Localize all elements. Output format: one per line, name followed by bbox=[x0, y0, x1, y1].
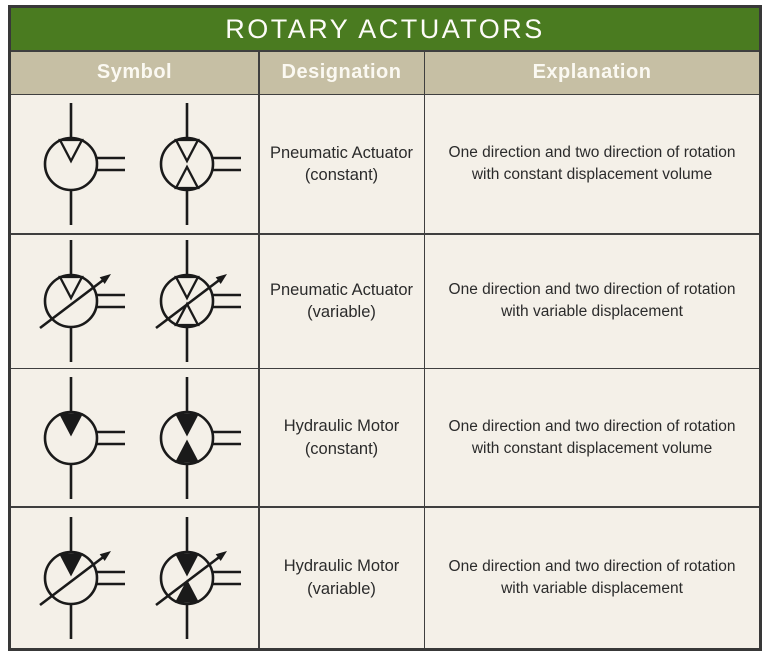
pneumatic-variable-two-direction-icon bbox=[143, 238, 243, 364]
explanation-line: One direction and two direction of rotat… bbox=[448, 144, 736, 162]
hydraulic-variable-one-direction-icon bbox=[27, 515, 127, 641]
hydraulic-constant-one-direction-icon bbox=[27, 375, 127, 501]
explanation-line: with variable displacement bbox=[501, 579, 683, 597]
designation-qualifier: (variable) bbox=[307, 303, 376, 321]
designation-cell: Hydraulic Motor (variable) bbox=[259, 507, 424, 648]
designation-cell: Pneumatic Actuator (constant) bbox=[259, 95, 424, 233]
explanation-cell: One direction and two direction of rotat… bbox=[425, 369, 759, 506]
explanation-line: One direction and two direction of rotat… bbox=[448, 558, 736, 576]
explanation-line: One direction and two direction of rotat… bbox=[448, 417, 736, 435]
column-header-symbol: Symbol bbox=[11, 51, 258, 94]
designation-name: Pneumatic Actuator bbox=[269, 143, 414, 162]
explanation-line: One direction and two direction of rotat… bbox=[448, 281, 736, 299]
explanation-cell: One direction and two direction of rotat… bbox=[425, 95, 759, 233]
hydraulic-constant-two-direction-icon bbox=[143, 375, 243, 501]
designation-qualifier: (constant) bbox=[304, 439, 379, 458]
symbol-cell-hydraulic-variable bbox=[11, 507, 258, 648]
explanation-cell: One direction and two direction of rotat… bbox=[425, 507, 759, 648]
symbol-cell-pneumatic-variable bbox=[11, 234, 258, 368]
explanation-line: with constant displacement volume bbox=[471, 439, 713, 457]
designation-qualifier: (constant) bbox=[304, 166, 379, 184]
column-header-explanation: Explanation bbox=[425, 51, 759, 94]
explanation-cell: One direction and two direction of rotat… bbox=[425, 234, 759, 368]
designation-cell: Pneumatic Actuator (variable) bbox=[259, 234, 424, 368]
hydraulic-variable-two-direction-icon bbox=[143, 515, 243, 641]
rotary-actuators-table: ROTARY ACTUATORS Symbol Designation Expl… bbox=[8, 5, 762, 651]
designation-name: Pneumatic Actuator bbox=[269, 280, 414, 299]
explanation-line: with constant displacement volume bbox=[471, 166, 713, 183]
pneumatic-constant-two-direction-icon bbox=[143, 101, 243, 227]
table-title: ROTARY ACTUATORS bbox=[11, 8, 759, 50]
symbol-cell-pneumatic-constant bbox=[11, 95, 258, 233]
pneumatic-constant-one-direction-icon bbox=[27, 101, 127, 227]
explanation-line: with variable displacement bbox=[501, 303, 683, 320]
pneumatic-variable-one-direction-icon bbox=[27, 238, 127, 364]
symbol-cell-hydraulic-constant bbox=[11, 369, 258, 506]
designation-name: Hydraulic Motor bbox=[283, 417, 400, 436]
column-header-designation: Designation bbox=[259, 51, 424, 94]
designation-name: Hydraulic Motor bbox=[283, 557, 400, 576]
designation-cell: Hydraulic Motor (constant) bbox=[259, 369, 424, 506]
designation-qualifier: (variable) bbox=[307, 579, 376, 598]
